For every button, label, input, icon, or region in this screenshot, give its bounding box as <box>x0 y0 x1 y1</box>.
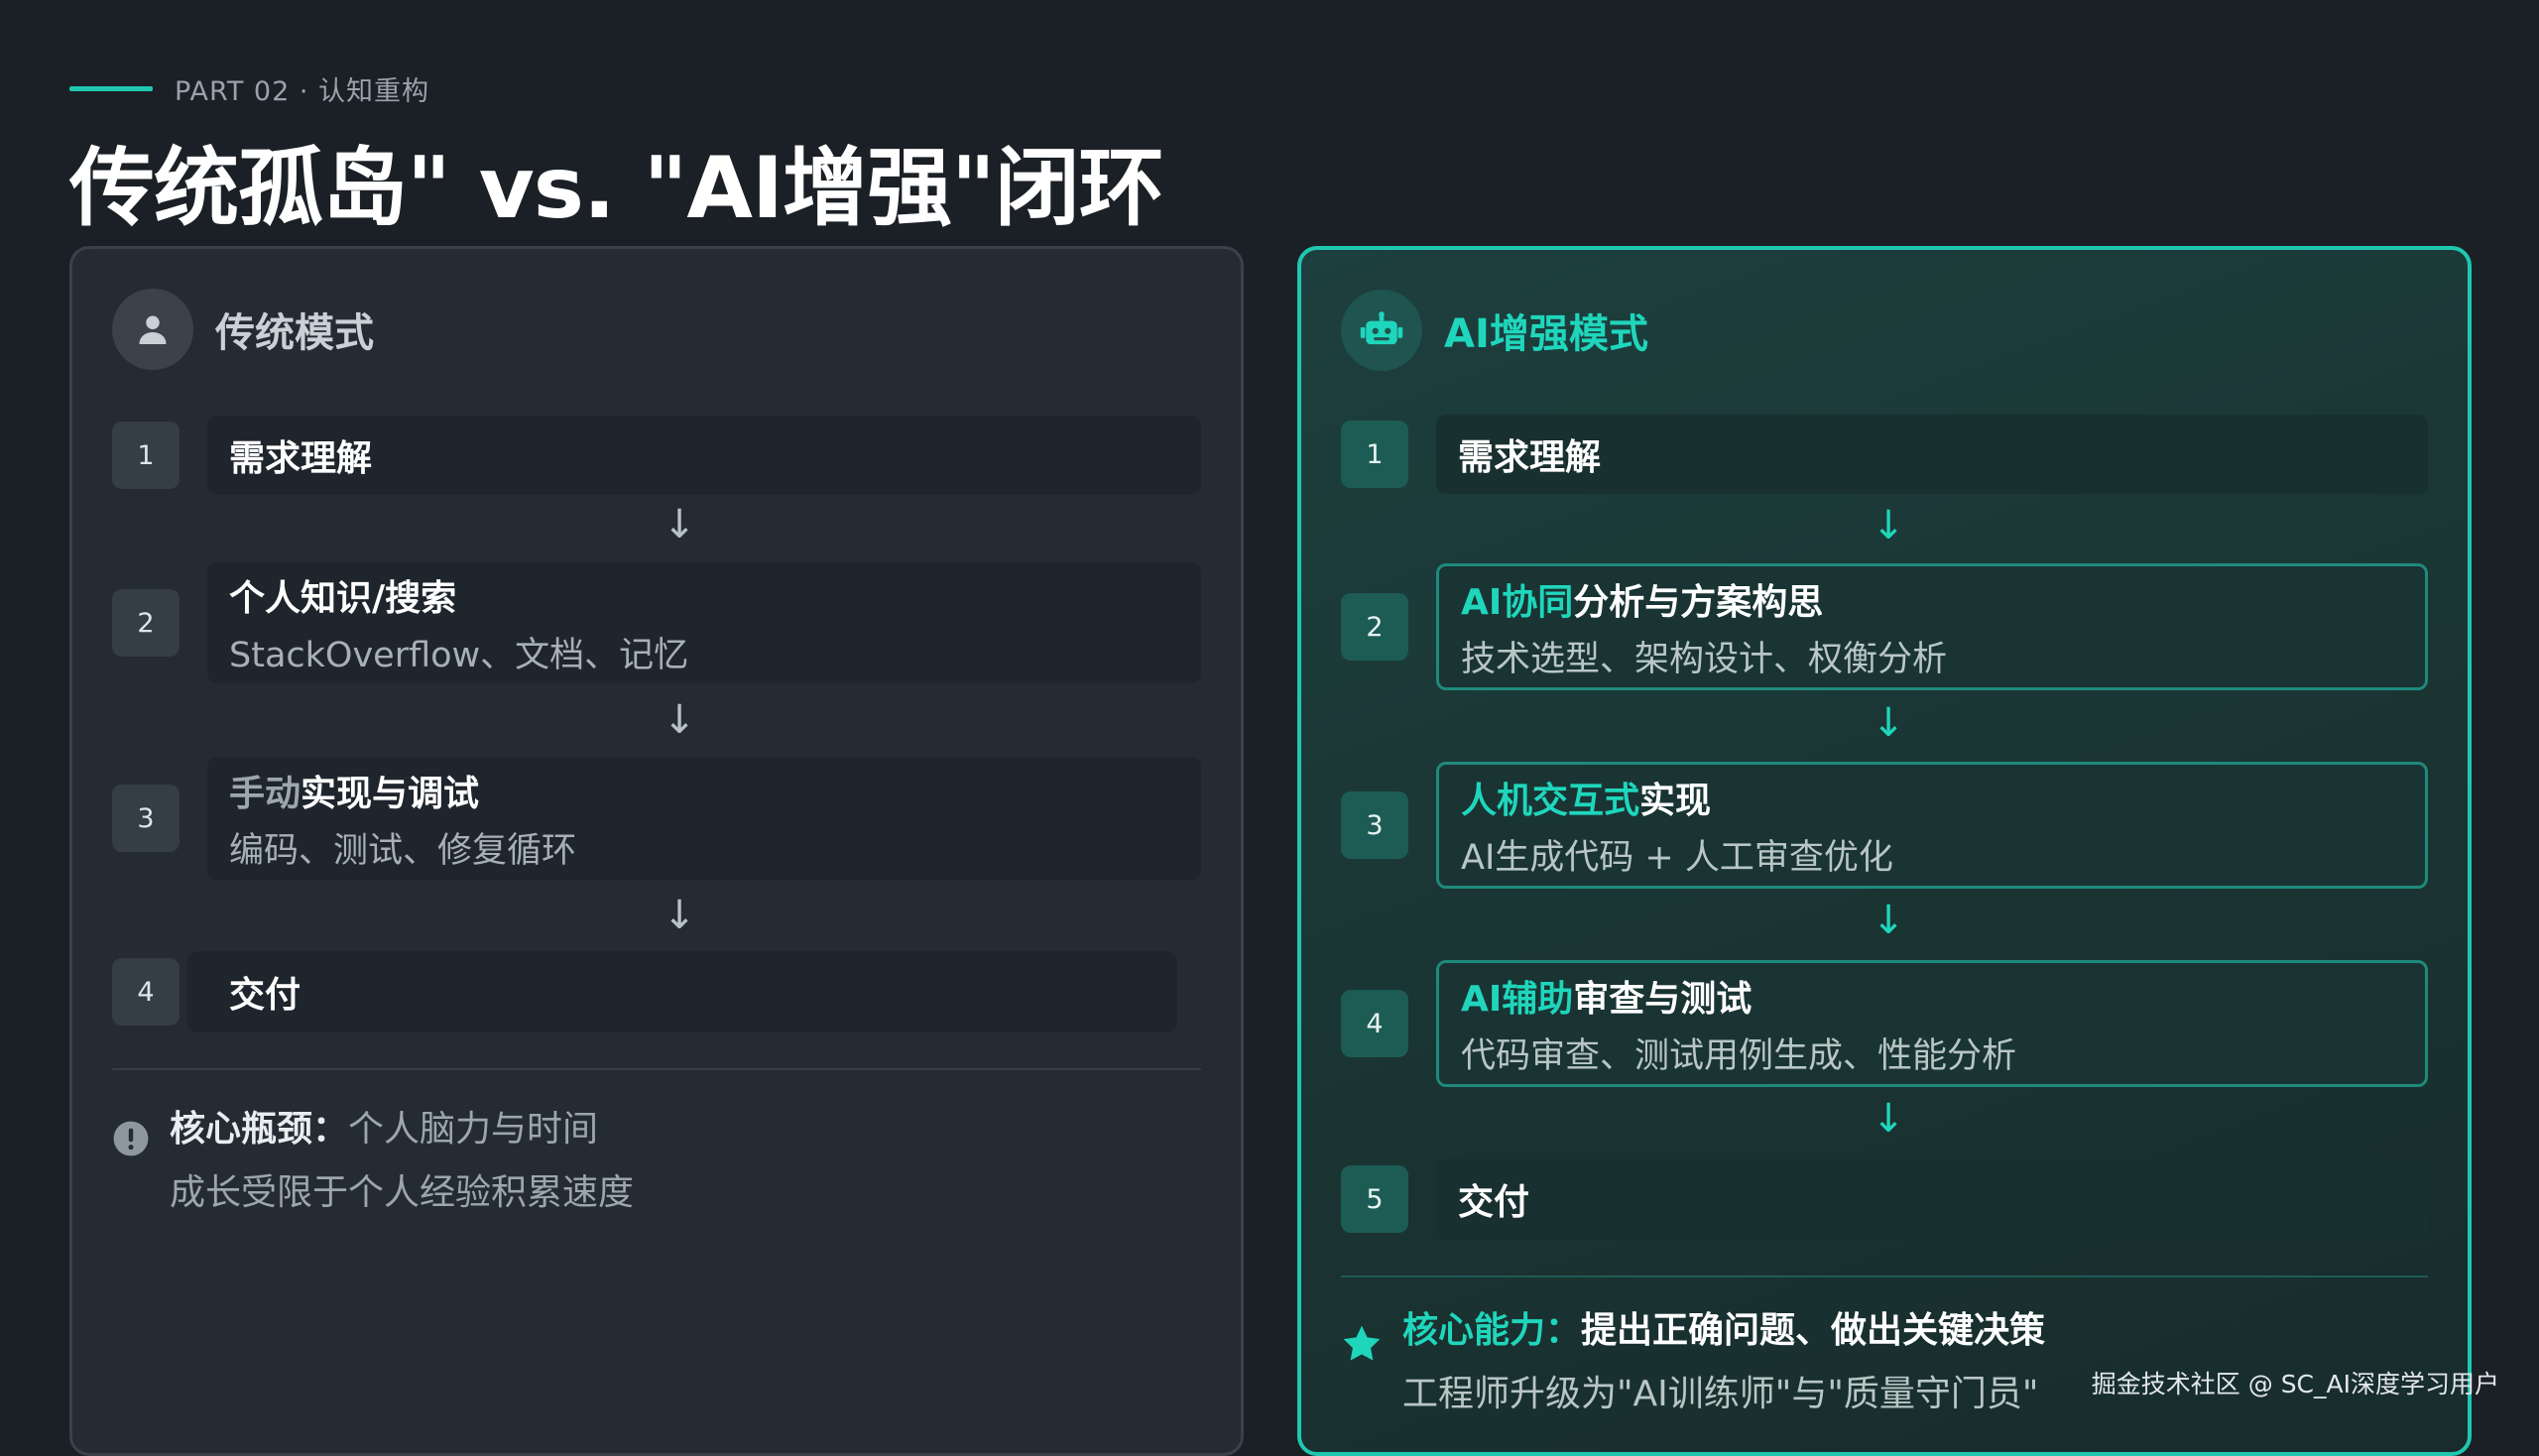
down-arrow-icon: ↓ <box>663 697 696 743</box>
footer-label: 核心瓶颈： <box>170 1109 349 1150</box>
step-number: 4 <box>1341 990 1408 1057</box>
footer-note: 工程师升级为"AI训练师"与"质量守门员" <box>1402 1374 2039 1414</box>
step-box: 交付 <box>1436 1158 2428 1240</box>
step-title-accent: AI协同 <box>1461 581 1574 623</box>
traditional-step-1: 1 需求理解 <box>112 416 1201 495</box>
footer-text: 核心瓶颈：个人脑力与时间 成长受限于个人经验积累速度 <box>170 1100 634 1215</box>
step-title-rest: 分析与方案构思 <box>1573 581 1824 623</box>
step-subtitle: AI生成代码 + 人工审查优化 <box>1461 837 1893 878</box>
ai-step-2: 2 AI协同分析与方案构思 技术选型、架构设计、权衡分析 <box>1341 563 2428 690</box>
step-subtitle: 技术选型、架构设计、权衡分析 <box>1461 639 1948 679</box>
step-box: 交付 <box>187 951 1177 1032</box>
traditional-header: 传统模式 <box>112 289 374 370</box>
ai-panel: AI增强模式 1 需求理解 ↓ 2 AI协同分析与方案构思 技术选型、架构设计、… <box>1297 246 2472 1456</box>
traditional-step-2: 2 个人知识/搜索 StackOverflow、文档、记忆 <box>112 562 1201 683</box>
down-arrow-icon: ↓ <box>1872 1096 1905 1142</box>
step-title-rest: 实现与调试 <box>301 773 480 814</box>
step-number: 1 <box>1341 421 1408 488</box>
down-arrow-icon: ↓ <box>1872 898 1905 943</box>
divider <box>1341 1275 2428 1277</box>
down-arrow-icon: ↓ <box>1872 700 1905 746</box>
step-title: 交付 <box>1458 1182 1530 1223</box>
ai-step-3: 3 人机交互式实现 AI生成代码 + 人工审查优化 <box>1341 762 2428 889</box>
step-number: 3 <box>1341 791 1408 859</box>
step-number: 5 <box>1341 1165 1408 1233</box>
step-title: AI辅助审查与测试 <box>1461 970 2403 1022</box>
page-title: 传统孤岛" vs. "AI增强"闭环 <box>69 139 1164 238</box>
ai-step-1: 1 需求理解 <box>1341 415 2428 494</box>
step-title: 人机交互式实现 <box>1461 772 2403 823</box>
traditional-step-3: 3 手动实现与调试 编码、测试、修复循环 <box>112 757 1201 880</box>
footer-note: 成长受限于个人经验积累速度 <box>170 1172 635 1213</box>
accent-line <box>69 86 153 91</box>
traditional-panel: 传统模式 1 需求理解 ↓ 2 个人知识/搜索 StackOverflow、文档… <box>69 246 1244 1456</box>
step-subtitle: 代码审查、测试用例生成、性能分析 <box>1461 1035 2017 1076</box>
step-box: 个人知识/搜索 StackOverflow、文档、记忆 <box>207 562 1201 683</box>
step-title-rest: 实现 <box>1639 780 1712 821</box>
step-title: 手动实现与调试 <box>229 765 1179 816</box>
step-number: 4 <box>112 958 180 1026</box>
step-title-accent: 人机交互式 <box>1461 780 1640 821</box>
divider <box>112 1068 1201 1070</box>
ai-header: AI增强模式 <box>1341 290 1648 371</box>
watermark: 掘金技术社区 @ SC_AI深度学习用户 <box>2091 1370 2499 1398</box>
ai-title: AI增强模式 <box>1444 311 1648 357</box>
step-title: 个人知识/搜索 <box>229 577 457 619</box>
footer-text: 核心能力：提出正确问题、做出关键决策 工程师升级为"AI训练师"与"质量守门员" <box>1402 1301 2045 1416</box>
ai-step-5: 5 交付 <box>1341 1158 2428 1240</box>
down-arrow-icon: ↓ <box>663 502 696 547</box>
footer-value: 提出正确问题、做出关键决策 <box>1581 1310 2046 1351</box>
step-title: 需求理解 <box>229 438 373 479</box>
footer-value: 个人脑力与时间 <box>348 1109 599 1150</box>
down-arrow-icon: ↓ <box>663 893 696 938</box>
step-box: AI辅助审查与测试 代码审查、测试用例生成、性能分析 <box>1436 960 2428 1087</box>
step-title: 交付 <box>229 975 302 1016</box>
step-number: 2 <box>112 589 180 657</box>
step-title-rest: 审查与测试 <box>1573 978 1753 1020</box>
step-title: AI协同分析与方案构思 <box>1461 573 2403 625</box>
page-header: PART 02 · 认知重构 传统孤岛" vs. "AI增强"闭环 <box>69 69 1164 242</box>
footer-label: 核心能力： <box>1402 1310 1582 1351</box>
step-number: 3 <box>112 785 180 852</box>
step-box: 手动实现与调试 编码、测试、修复循环 <box>207 757 1201 880</box>
traditional-title: 传统模式 <box>215 310 374 356</box>
step-box: AI协同分析与方案构思 技术选型、架构设计、权衡分析 <box>1436 563 2428 690</box>
step-subtitle: StackOverflow、文档、记忆 <box>229 635 689 675</box>
step-title: 需求理解 <box>1458 437 1602 478</box>
ai-step-4: 4 AI辅助审查与测试 代码审查、测试用例生成、性能分析 <box>1341 960 2428 1087</box>
robot-icon <box>1341 290 1422 371</box>
exclamation-icon <box>112 1108 150 1215</box>
user-icon <box>112 289 193 370</box>
part-label-row: PART 02 · 认知重构 <box>69 69 1163 108</box>
step-title-accent: AI辅助 <box>1461 978 1574 1020</box>
step-title-accent: 手动 <box>229 773 302 814</box>
star-icon <box>1341 1309 1383 1416</box>
ai-footer: 核心能力：提出正确问题、做出关键决策 工程师升级为"AI训练师"与"质量守门员" <box>1341 1301 2428 1416</box>
step-subtitle: 编码、测试、修复循环 <box>229 830 577 871</box>
step-box: 需求理解 <box>207 416 1201 495</box>
traditional-step-4: 4 交付 <box>112 951 1177 1032</box>
down-arrow-icon: ↓ <box>1872 503 1905 548</box>
traditional-footer: 核心瓶颈：个人脑力与时间 成长受限于个人经验积累速度 <box>112 1100 1201 1215</box>
step-box: 需求理解 <box>1436 415 2428 494</box>
step-box: 人机交互式实现 AI生成代码 + 人工审查优化 <box>1436 762 2428 889</box>
step-number: 2 <box>1341 593 1408 661</box>
part-label: PART 02 · 认知重构 <box>175 76 429 107</box>
step-number: 1 <box>112 422 180 489</box>
